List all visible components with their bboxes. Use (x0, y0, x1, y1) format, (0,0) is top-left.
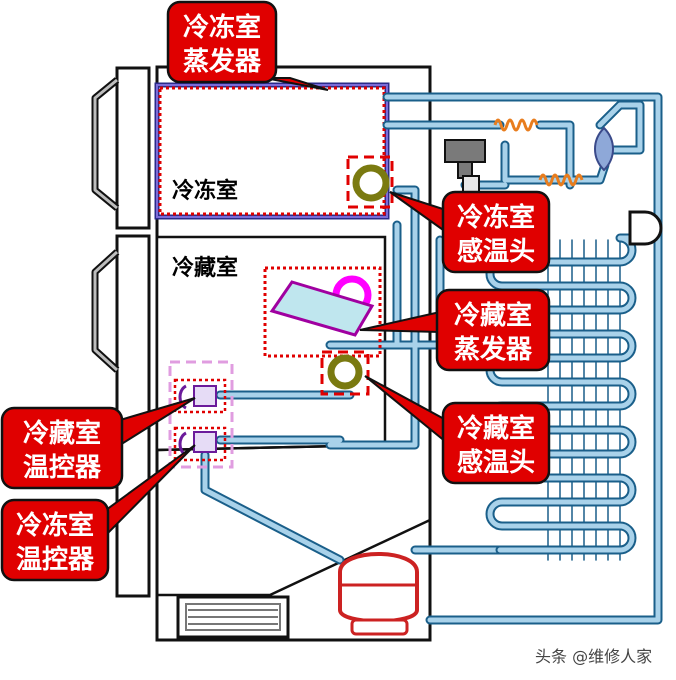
filter-drier (594, 126, 614, 172)
callout-freezer-thermostat-line2: 温控器 (16, 545, 95, 575)
freezer-door (91, 66, 151, 230)
fridge-sensor (320, 350, 370, 396)
condenser (485, 210, 663, 561)
callout-freezer-sensor: 冷冻室 感温头 (389, 190, 551, 274)
freezer-room-label: 冷冻室 (172, 178, 238, 204)
callout-fridge-thermostat: 冷藏室 温控器 (0, 397, 196, 490)
freezer-sensor (346, 155, 394, 209)
callout-freezer-sensor-line1: 冷冻室 (457, 202, 535, 233)
callout-freezer-sensor-line2: 感温头 (457, 237, 535, 267)
refrigerant-pipes (200, 92, 663, 625)
callout-freezer-evaporator-line2: 蒸发器 (183, 46, 262, 77)
solenoid-valve (444, 139, 486, 197)
callout-fridge-sensor: 冷藏室 感温头 (364, 375, 551, 485)
fridge-room-label: 冷藏室 (172, 255, 238, 281)
callout-fridge-sensor-line2: 感温头 (457, 448, 535, 478)
callout-fridge-evaporator-line1: 冷藏室 (454, 300, 532, 331)
callout-fridge-evaporator-line2: 蒸发器 (454, 334, 533, 365)
callout-freezer-thermostat-line1: 冷冻室 (16, 510, 94, 541)
fridge-thermostat (178, 384, 217, 410)
callout-fridge-thermostat-line1: 冷藏室 (23, 418, 101, 449)
callout-fridge-thermostat-line2: 温控器 (23, 453, 102, 483)
compressor (338, 552, 419, 636)
freezer-evaporator-highlight (158, 86, 386, 216)
watermark: 头条 @维修人家 (535, 647, 652, 666)
fridge-evaporator (263, 266, 382, 358)
bottom-grille (176, 595, 290, 639)
callout-freezer-thermostat: 冷冻室 温控器 (0, 444, 196, 582)
capillary-coils (493, 118, 584, 187)
callout-freezer-evaporator: 冷冻室 蒸发器 (166, 0, 329, 91)
callout-fridge-sensor-line1: 冷藏室 (457, 413, 535, 444)
callout-fridge-evaporator: 冷藏室 蒸发器 (359, 288, 551, 372)
callout-freezer-evaporator-line1: 冷冻室 (183, 12, 261, 43)
